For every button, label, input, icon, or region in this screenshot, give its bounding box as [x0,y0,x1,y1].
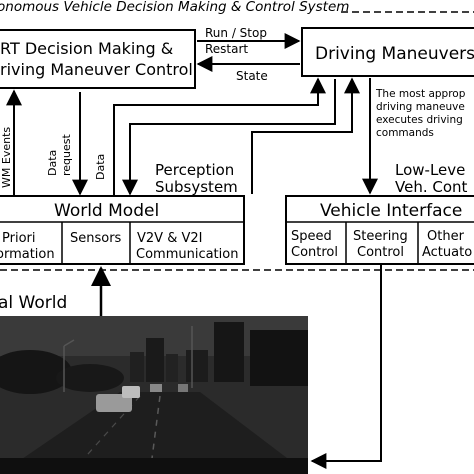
vehicle-interface-box [285,195,474,265]
decision-box-line2: riving Maneuver Control [0,60,193,79]
v2v-line1: V2V & V2I [137,231,202,246]
note-line-2: driving maneuve [376,101,465,113]
real-world-label: al World [0,293,67,313]
decision-making-box [0,29,196,89]
low-level-label-1: Low-Leve [395,161,465,179]
steering-line2: Control [357,245,404,260]
world-model-label: World Model [54,201,159,221]
note-line-4: commands [376,127,434,139]
note-line-3: executes driving [376,114,463,126]
request-arrow-from-driving [122,79,336,196]
speed-line1: Speed [291,229,332,244]
priori-line1: Priori [2,231,35,246]
system-title: onomous Vehicle Decision Making & Contro… [0,0,349,15]
run-stop-label: Run / Stop [205,26,267,40]
steering-line1: Steering [353,229,408,244]
data-request-label-1: Data [46,150,59,176]
low-level-label-2: Veh. Cont [395,178,468,196]
perception-label-2: Subsystem [155,178,238,196]
data-label: Data [94,154,107,180]
sensors-label: Sensors [70,231,122,246]
world-model-box [0,195,245,265]
other-line2: Actuato [422,245,472,260]
perception-label-1: Perception [155,161,234,179]
wm-events-label: WM Events [0,127,13,188]
actuation-feedback-arrow [310,264,382,469]
driving-maneuvers-label: Driving Maneuvers [315,44,474,64]
events-line-to-driving [251,77,360,194]
data-arrow-to-driving [113,77,326,196]
decision-box-line1: RT Decision Making & [0,39,173,58]
driving-maneuvers-box [301,27,474,77]
data-request-label-2: request [60,133,73,176]
other-line1: Other [427,229,465,244]
v2v-line2: Communication [136,247,238,262]
speed-line2: Control [291,245,338,260]
street-photo [0,316,308,474]
priori-line2: ormation [0,247,55,262]
state-label: State [236,69,268,83]
restart-label: Restart [205,42,248,56]
vehicle-interface-label: Vehicle Interface [320,201,462,221]
note-line-1: The most approp [375,88,466,100]
